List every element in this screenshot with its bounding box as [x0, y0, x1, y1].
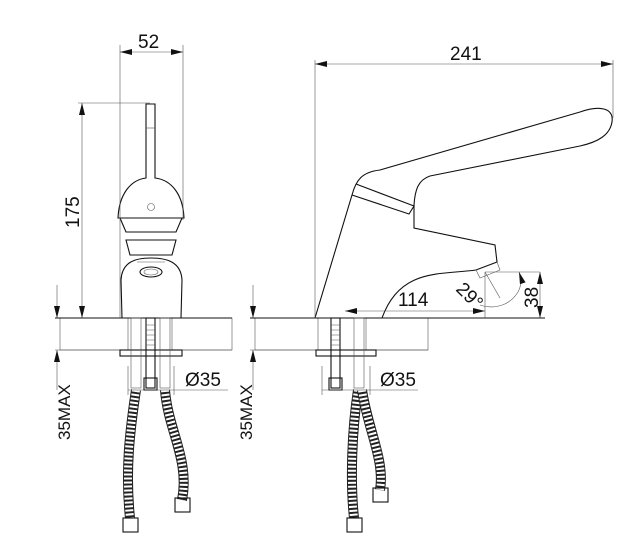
front-view: 52 175 35MAX Ø35: [54, 32, 233, 533]
dimension-height-175: 175: [63, 102, 150, 318]
dimension-reach-114: 114: [345, 272, 486, 318]
countertop-section-left: [55, 317, 233, 357]
dimension-label-35max-front: 35MAX: [55, 384, 74, 440]
dimension-label-114: 114: [398, 290, 429, 311]
faucet-body-front: [117, 103, 185, 319]
dimension-label-35max-side: 35MAX: [237, 384, 256, 440]
dimension-label-38: 38: [522, 287, 543, 308]
dimension-max-thickness-side: 35MAX: [237, 285, 256, 440]
countertop-section-right: [250, 317, 545, 357]
dimension-label-diameter-side: Ø35: [380, 370, 416, 391]
supply-hoses-front: [122, 317, 191, 533]
dimension-max-thickness-front: 35MAX: [54, 285, 74, 440]
dimension-label-angle: 29°: [451, 279, 486, 314]
dimension-label-diameter-front: Ø35: [185, 370, 221, 391]
dimension-length-241: 241: [314, 44, 614, 318]
faucet-body-side: [314, 107, 613, 319]
dimension-label-241: 241: [450, 44, 482, 65]
dimension-label-52: 52: [138, 32, 159, 53]
dimension-hole-diameter-front: Ø35: [127, 366, 228, 395]
dimension-spout-height-38: 38: [522, 272, 543, 318]
supply-hoses-side: [328, 317, 389, 533]
dimension-hole-diameter-side: Ø35: [321, 366, 418, 395]
dimension-label-175: 175: [63, 196, 84, 228]
side-view: 241 114 29° 38 35MAX Ø35: [237, 44, 614, 533]
dimension-width-52: 52: [119, 32, 184, 318]
